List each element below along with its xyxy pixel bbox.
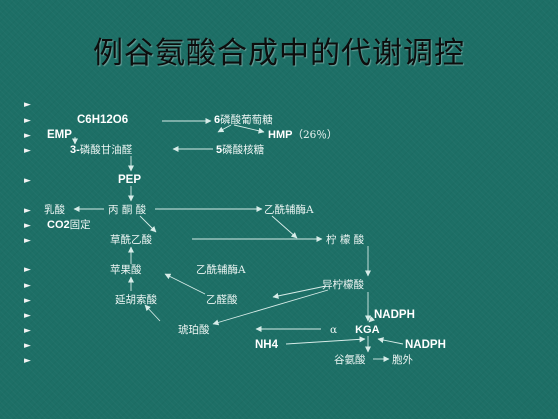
slide-title: 例谷氨酸合成中的代谢调控 [93,36,465,71]
arrow-succinate-fumarate [144,304,161,322]
acetyl-coa-text: 乙酰辅酶A [264,204,314,216]
co2-fixation-label: CO2固定 [47,219,91,231]
arrow-isocitrate-glyoxylate [272,285,327,299]
alpha-text: α [330,324,338,336]
nadph-1-label: NADPH [374,309,415,321]
nadph-2-label: NADPH [405,339,446,351]
g6p-number: 6 [214,114,221,126]
extracellular-label: 胞外 [392,354,413,366]
arrow-g6p-emp [217,124,232,133]
bullet-marker: ► [24,265,31,275]
bullet-marker: ► [24,176,31,186]
bullet-marker: ► [24,221,31,231]
bullet-marker: ► [24,146,31,156]
gap-number: 3- [70,144,80,156]
arrow-g6p-hmp [233,124,265,134]
glucose-6-phosphate-label: 6磷酸葡萄糖 [214,114,273,126]
arrow-pyruvate-oxaloacetate [139,215,157,233]
kga-text: KGA [355,324,380,336]
bullet-marker: ► [24,326,31,336]
glyceraldehyde-3-phosphate-label: 3-磷酸甘油醛 [70,144,132,156]
ru5p-text: 磷酸核糖 [222,144,265,156]
bullet-marker: ► [24,311,31,321]
bullet-marker: ► [24,236,31,246]
emp-label: EMP [47,129,72,141]
g6p-text: 磷酸葡萄糖 [220,114,273,126]
bullet-marker: ► [24,116,31,126]
bullet-marker: ► [24,281,31,291]
bullet-marker: ► [24,296,31,306]
citrate-label: 柠 檬 酸 [326,234,365,246]
fumarate-label: 延胡索酸 [115,294,157,306]
bullet-marker: ► [24,356,31,366]
arrow-nh4-kga [285,336,366,345]
arrow-glyoxylate-malate [164,273,206,295]
hmp-label: HMP（26％） [268,129,337,141]
arrow-nadph-kga [377,337,404,345]
succinate-label: 琥珀酸 [178,324,210,336]
bullet-marker: ► [24,131,31,141]
co2-text: CO2 [47,219,70,231]
glutamate-label: 谷氨酸 [334,354,366,366]
glyoxylate-label: 乙醛酸 [206,294,238,306]
acetyl-coa-label: 乙酰辅酶A [264,204,314,216]
nh4-label: NH4 [255,339,279,351]
kga-label: α KGA [330,324,380,336]
isocitrate-label: 异柠檬酸 [322,279,364,291]
gap-text: 磷酸甘油醛 [79,144,133,156]
malate-label: 苹果酸 [110,264,142,276]
bullet-marker: ► [24,100,31,110]
acetyl-coa-2-label: 乙酰辅酶A [196,264,246,276]
pep-label: PEP [118,174,142,186]
fixation-text: 固定 [69,219,91,231]
hmp-name: HMP [268,129,293,141]
lactate-label: 乳酸 [44,204,65,216]
arrow-nadph1-kga [368,315,376,323]
oxaloacetate-label: 草酰乙酸 [110,234,152,246]
hmp-percent: （26％） [292,129,338,141]
bullet-marker: ► [24,341,31,351]
pyruvate-label: 丙 酮 酸 [108,204,147,216]
ru5p-number: 5 [216,144,223,156]
arrow-acetylcoa-citrate [271,215,298,239]
bullet-marker: ► [24,206,31,216]
glucose-label: C6H12O6 [77,114,129,126]
ribose-5-phosphate-label: 5磷酸核糖 [216,144,264,156]
